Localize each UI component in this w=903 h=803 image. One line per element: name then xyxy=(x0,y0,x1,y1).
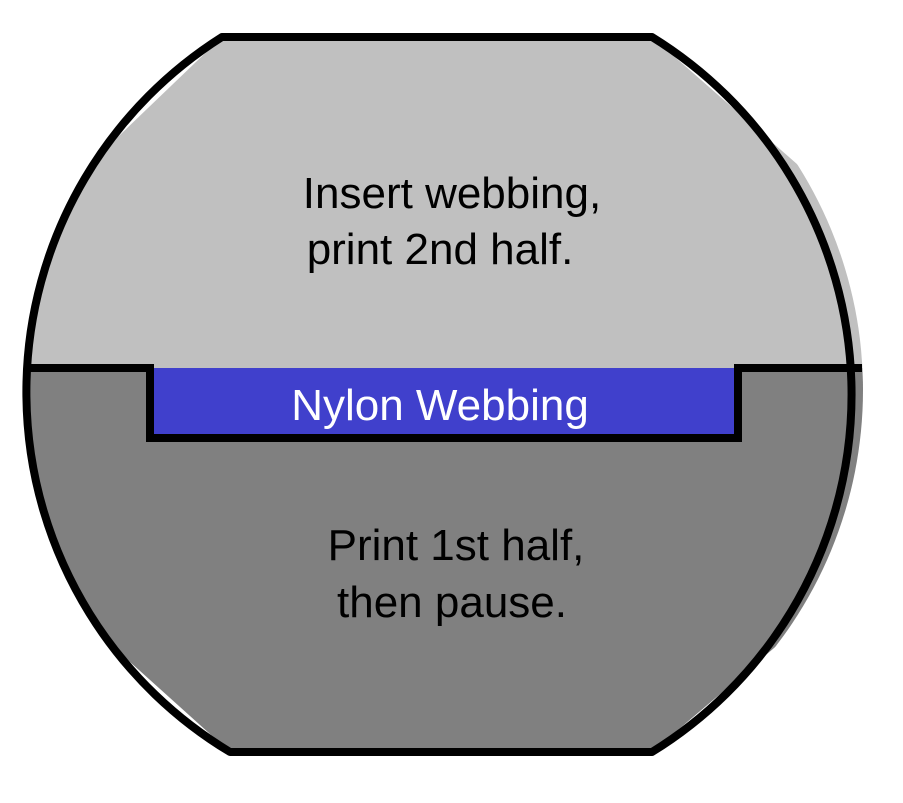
part-outline xyxy=(22,33,856,756)
bottom-region-label-line1: Print 1st half, xyxy=(328,521,585,570)
top-region-label-line2: print 2nd half. xyxy=(307,225,574,274)
split-line xyxy=(24,364,862,442)
top-region-label-line1: Insert webbing, xyxy=(303,169,601,218)
nylon-webbing-strip xyxy=(150,368,738,438)
top-half-region xyxy=(23,37,863,368)
bottom-region-label-line2: then pause. xyxy=(337,578,567,627)
bottom-half-region xyxy=(23,368,863,752)
webbing-label: Nylon Webbing xyxy=(291,381,589,430)
